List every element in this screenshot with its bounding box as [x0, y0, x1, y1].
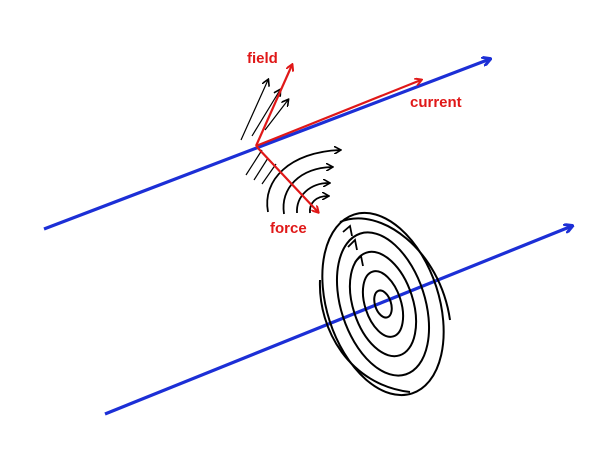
field-loop [348, 250, 418, 358]
field-line [240, 80, 268, 141]
field-loop-arc [339, 217, 451, 321]
field-line [251, 90, 280, 137]
field-loop-arc [318, 279, 411, 393]
field-line [261, 163, 277, 185]
lower-wire-field-loops [318, 211, 451, 397]
field-line [245, 149, 263, 176]
field-label: field [247, 50, 278, 67]
field-line [253, 157, 269, 181]
upper-wire-field-arcs [266, 150, 340, 215]
lower-wire [104, 226, 572, 416]
field-arc [266, 150, 340, 213]
current-vector [255, 80, 421, 148]
force-label: force [270, 220, 307, 237]
field-lines [240, 80, 288, 185]
arrowhead-icon [347, 238, 358, 251]
vectors [254, 65, 421, 212]
force-vector [255, 145, 318, 212]
field-arc [309, 196, 328, 214]
field-loop [335, 231, 431, 377]
upper-wire [43, 59, 490, 231]
field-arc [282, 167, 332, 215]
current-label: current [410, 94, 462, 111]
field-loop [321, 211, 445, 397]
field-loop [361, 270, 405, 338]
arrowhead-icon [354, 254, 364, 267]
field-line [264, 100, 288, 131]
arrowhead-icon [342, 224, 353, 237]
field-vector [254, 65, 292, 147]
lower-loop-arrows [342, 224, 364, 267]
field-arc [296, 183, 329, 214]
field-loop [373, 289, 393, 319]
